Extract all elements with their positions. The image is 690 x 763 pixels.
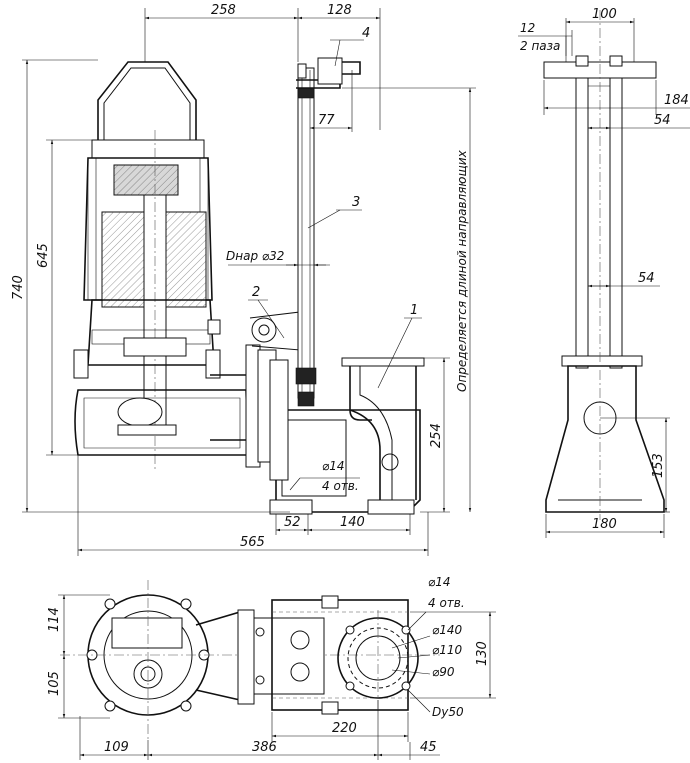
dim-258: 258: [211, 3, 236, 18]
dim-52: 52: [284, 515, 301, 530]
dim-114: 114: [47, 607, 62, 632]
dim-565: 565: [240, 535, 265, 550]
base-elbow: [269, 357, 425, 515]
guide-length-note: Определяется длиной направляющих: [455, 149, 469, 392]
dim-100: 100: [592, 7, 617, 22]
dim-128: 128: [327, 3, 352, 18]
plan-hole-count: 4 отв.: [428, 596, 465, 610]
nominal-bore-dy50: Dy50: [432, 705, 464, 719]
callout-1: 1: [410, 303, 418, 318]
plan-view: ⌀14 4 отв. ⌀140 ⌀110 ⌀90 Dy50 114 105 13…: [47, 575, 496, 760]
dim-54-upper: 54: [654, 113, 671, 128]
flange-d110: ⌀110: [432, 643, 462, 657]
pump-section-view: [73, 61, 301, 470]
side-view: 100 12 2 паза 184 54 54 153 180: [518, 7, 690, 538]
dim-109: 109: [104, 740, 129, 755]
flange-d90: ⌀90: [432, 665, 455, 679]
dim-130: 130: [475, 641, 490, 666]
dim-740: 740: [11, 275, 26, 300]
dim-254: 254: [429, 423, 444, 448]
front-hole-diameter: ⌀14: [322, 459, 345, 473]
callout-4: 4: [362, 26, 370, 41]
guide-pipe: [295, 57, 361, 407]
dim-12: 12: [520, 21, 535, 35]
dim-153: 153: [651, 453, 666, 478]
dim-77: 77: [318, 113, 335, 128]
plan-hole-diameter: ⌀14: [428, 575, 451, 589]
dim-184: 184: [664, 93, 689, 108]
dim-180: 180: [592, 517, 617, 532]
dim-105: 105: [47, 671, 62, 696]
dim-220: 220: [332, 721, 357, 736]
pipe-diameter-label: Dнар ⌀32: [226, 249, 284, 263]
callout-2: 2: [252, 285, 260, 300]
dim-645: 645: [36, 243, 51, 268]
dim-45: 45: [420, 740, 437, 755]
callout-3: 3: [352, 195, 360, 210]
dim-54-lower: 54: [638, 271, 655, 286]
front-dimensions: 258 128 77 645 740 Dнар ⌀32 4 3 2 1: [11, 3, 476, 556]
flange-d140: ⌀140: [432, 623, 462, 637]
dim-2-slots: 2 паза: [520, 39, 560, 53]
dim-386: 386: [252, 740, 277, 755]
dim-140: 140: [340, 515, 365, 530]
front-hole-count: 4 отв.: [322, 479, 359, 493]
